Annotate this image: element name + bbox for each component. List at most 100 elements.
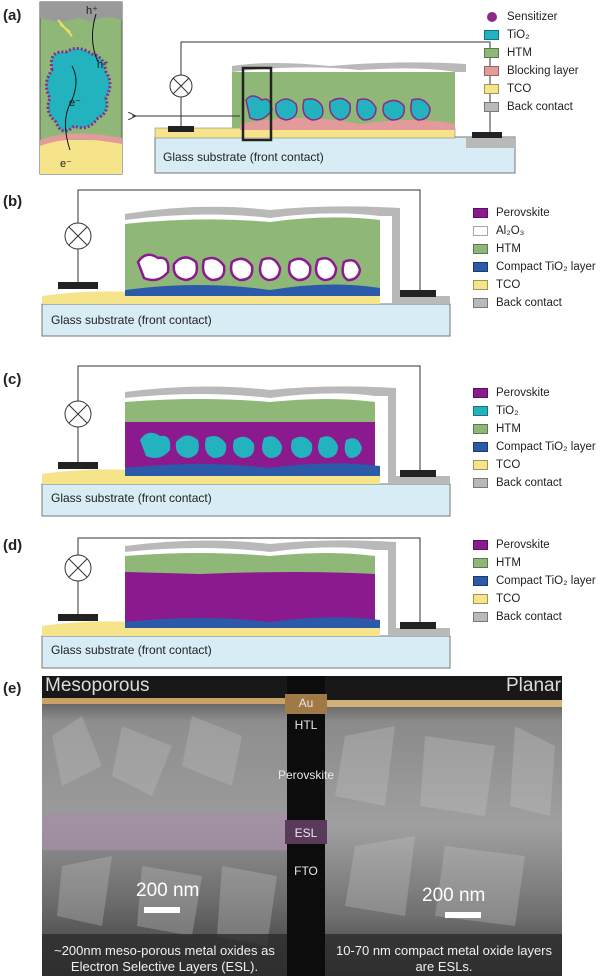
legend-label: Back contact <box>507 100 573 113</box>
legend-item-blocking: Blocking layer <box>484 62 579 80</box>
panel-d-glass-text: Glass substrate (front contact) <box>51 643 212 657</box>
perovskite-swatch-icon <box>473 208 488 218</box>
legend-item-compact-tio2: Compact TiO₂ layer <box>473 572 596 590</box>
legend-label: TiO₂ <box>507 28 530 41</box>
inset-electron-bottom-label: e⁻ <box>60 158 72 170</box>
legend-label: Back contact <box>496 476 562 489</box>
sem-right-title: Planar <box>506 675 561 696</box>
layer-label-htl: HTL <box>294 718 318 732</box>
compact-tio2-swatch-icon <box>473 442 488 452</box>
legend-label: Back contact <box>496 296 562 309</box>
back-contact-swatch-icon <box>484 102 499 112</box>
legend-label: TCO <box>496 458 521 471</box>
htm-swatch-icon <box>473 424 488 434</box>
blocking-swatch-icon <box>484 66 499 76</box>
perovskite-swatch-icon <box>473 388 488 398</box>
legend-item-compact-tio2: Compact TiO₂ layer <box>473 258 596 276</box>
panel-a-label: (a) <box>3 7 22 24</box>
panel-a-diagram <box>39 1 516 175</box>
layer-label-esl: ESL <box>294 826 318 840</box>
legend-label: HTM <box>496 422 521 435</box>
legend-label: Perovskite <box>496 206 550 219</box>
layer-label-esl-bg <box>285 820 327 844</box>
legend-item-back-contact: Back contact <box>473 474 596 492</box>
layer-label-au: Au <box>298 696 314 710</box>
panel-b-glass-text: Glass substrate (front contact) <box>51 313 212 327</box>
back-contact-swatch-icon <box>473 612 488 622</box>
compact-tio2-swatch-icon <box>473 262 488 272</box>
legend-item-tco: TCO <box>473 456 596 474</box>
panel-c-glass-text: Glass substrate (front contact) <box>51 491 212 505</box>
htm-swatch-icon <box>484 48 499 58</box>
legend-label: TiO₂ <box>496 404 519 417</box>
legend-label: HTM <box>496 556 521 569</box>
legend-item-tco: TCO <box>484 80 579 98</box>
panel-b-label: (b) <box>3 193 23 210</box>
panel-d-diagram <box>41 537 451 669</box>
sem-micrograph-panel <box>42 676 562 976</box>
panel-b-legend: Perovskite Al₂O₃ HTM Compact TiO₂ layer … <box>473 204 596 312</box>
sem-image-left <box>42 676 287 976</box>
sem-left-caption: ~200nm meso-porous metal oxides as Elect… <box>54 943 275 974</box>
layer-label-fto: FTO <box>294 864 318 878</box>
panel-a-legend: Sensitizer TiO₂ HTM Blocking layer TCO B… <box>484 8 579 116</box>
layer-label-au-bg <box>285 694 327 714</box>
legend-label: HTM <box>507 46 532 59</box>
inset-electron-mid-label: e⁻ <box>69 97 81 109</box>
legend-label: HTM <box>496 242 521 255</box>
legend-item-tio2: TiO₂ <box>484 26 579 44</box>
layer-label-perovskite: Perovskite <box>277 768 335 782</box>
panel-b-diagram <box>41 189 451 337</box>
sem-image-right <box>325 676 562 976</box>
legend-item-htm: HTM <box>484 44 579 62</box>
htm-swatch-icon <box>473 244 488 254</box>
tio2-swatch-icon <box>484 30 499 40</box>
legend-label: TCO <box>496 278 521 291</box>
back-contact-swatch-icon <box>473 478 488 488</box>
compact-tio2-swatch-icon <box>473 576 488 586</box>
legend-item-tco: TCO <box>473 590 596 608</box>
legend-label: Perovskite <box>496 538 550 551</box>
legend-item-al2o3: Al₂O₃ <box>473 222 596 240</box>
tio2-swatch-icon <box>473 406 488 416</box>
inset-zoom-panel <box>39 1 123 175</box>
legend-label: Back contact <box>496 610 562 623</box>
legend-label: Sensitizer <box>507 10 558 23</box>
tco-swatch-icon <box>473 460 488 470</box>
inset-hole-top-label: h⁺ <box>86 5 98 17</box>
scale-bar-left-label: 200 nm <box>136 880 200 901</box>
legend-label: Compact TiO₂ layer <box>496 574 596 587</box>
legend-item-htm: HTM <box>473 420 596 438</box>
panel-d-label: (d) <box>3 537 23 554</box>
panel-c-tio2-particles <box>140 432 362 458</box>
legend-label: Al₂O₃ <box>496 224 525 237</box>
panel-d-legend: Perovskite HTM Compact TiO₂ layer TCO Ba… <box>473 536 596 626</box>
legend-item-back-contact: Back contact <box>473 294 596 312</box>
tco-swatch-icon <box>484 84 499 94</box>
inset-hole-mid-label: h⁺ <box>97 59 109 71</box>
legend-item-back-contact: Back contact <box>484 98 579 116</box>
legend-item-perovskite: Perovskite <box>473 384 596 402</box>
legend-label: Compact TiO₂ layer <box>496 440 596 453</box>
legend-item-perovskite: Perovskite <box>473 204 596 222</box>
htm-swatch-icon <box>473 558 488 568</box>
legend-label: TCO <box>496 592 521 605</box>
legend-item-back-contact: Back contact <box>473 608 596 626</box>
panel-c-legend: Perovskite TiO₂ HTM Compact TiO₂ layer T… <box>473 384 596 492</box>
legend-item-tco: TCO <box>473 276 596 294</box>
panel-a-tio2-particles <box>245 95 431 121</box>
perovskite-swatch-icon <box>473 540 488 550</box>
legend-item-tio2: TiO₂ <box>473 402 596 420</box>
panel-c-diagram <box>41 365 451 517</box>
legend-label: TCO <box>507 82 532 95</box>
al2o3-swatch-icon <box>473 226 488 236</box>
scale-bar-right-label: 200 nm <box>422 885 486 906</box>
legend-item-compact-tio2: Compact TiO₂ layer <box>473 438 596 456</box>
legend-label: Compact TiO₂ layer <box>496 260 596 273</box>
legend-item-htm: HTM <box>473 240 596 258</box>
back-contact-swatch-icon <box>473 298 488 308</box>
legend-label: Perovskite <box>496 386 550 399</box>
legend-item-sensitizer: Sensitizer <box>484 8 579 26</box>
sensitizer-dot-icon <box>487 12 497 22</box>
panel-e-label: (e) <box>3 680 22 697</box>
